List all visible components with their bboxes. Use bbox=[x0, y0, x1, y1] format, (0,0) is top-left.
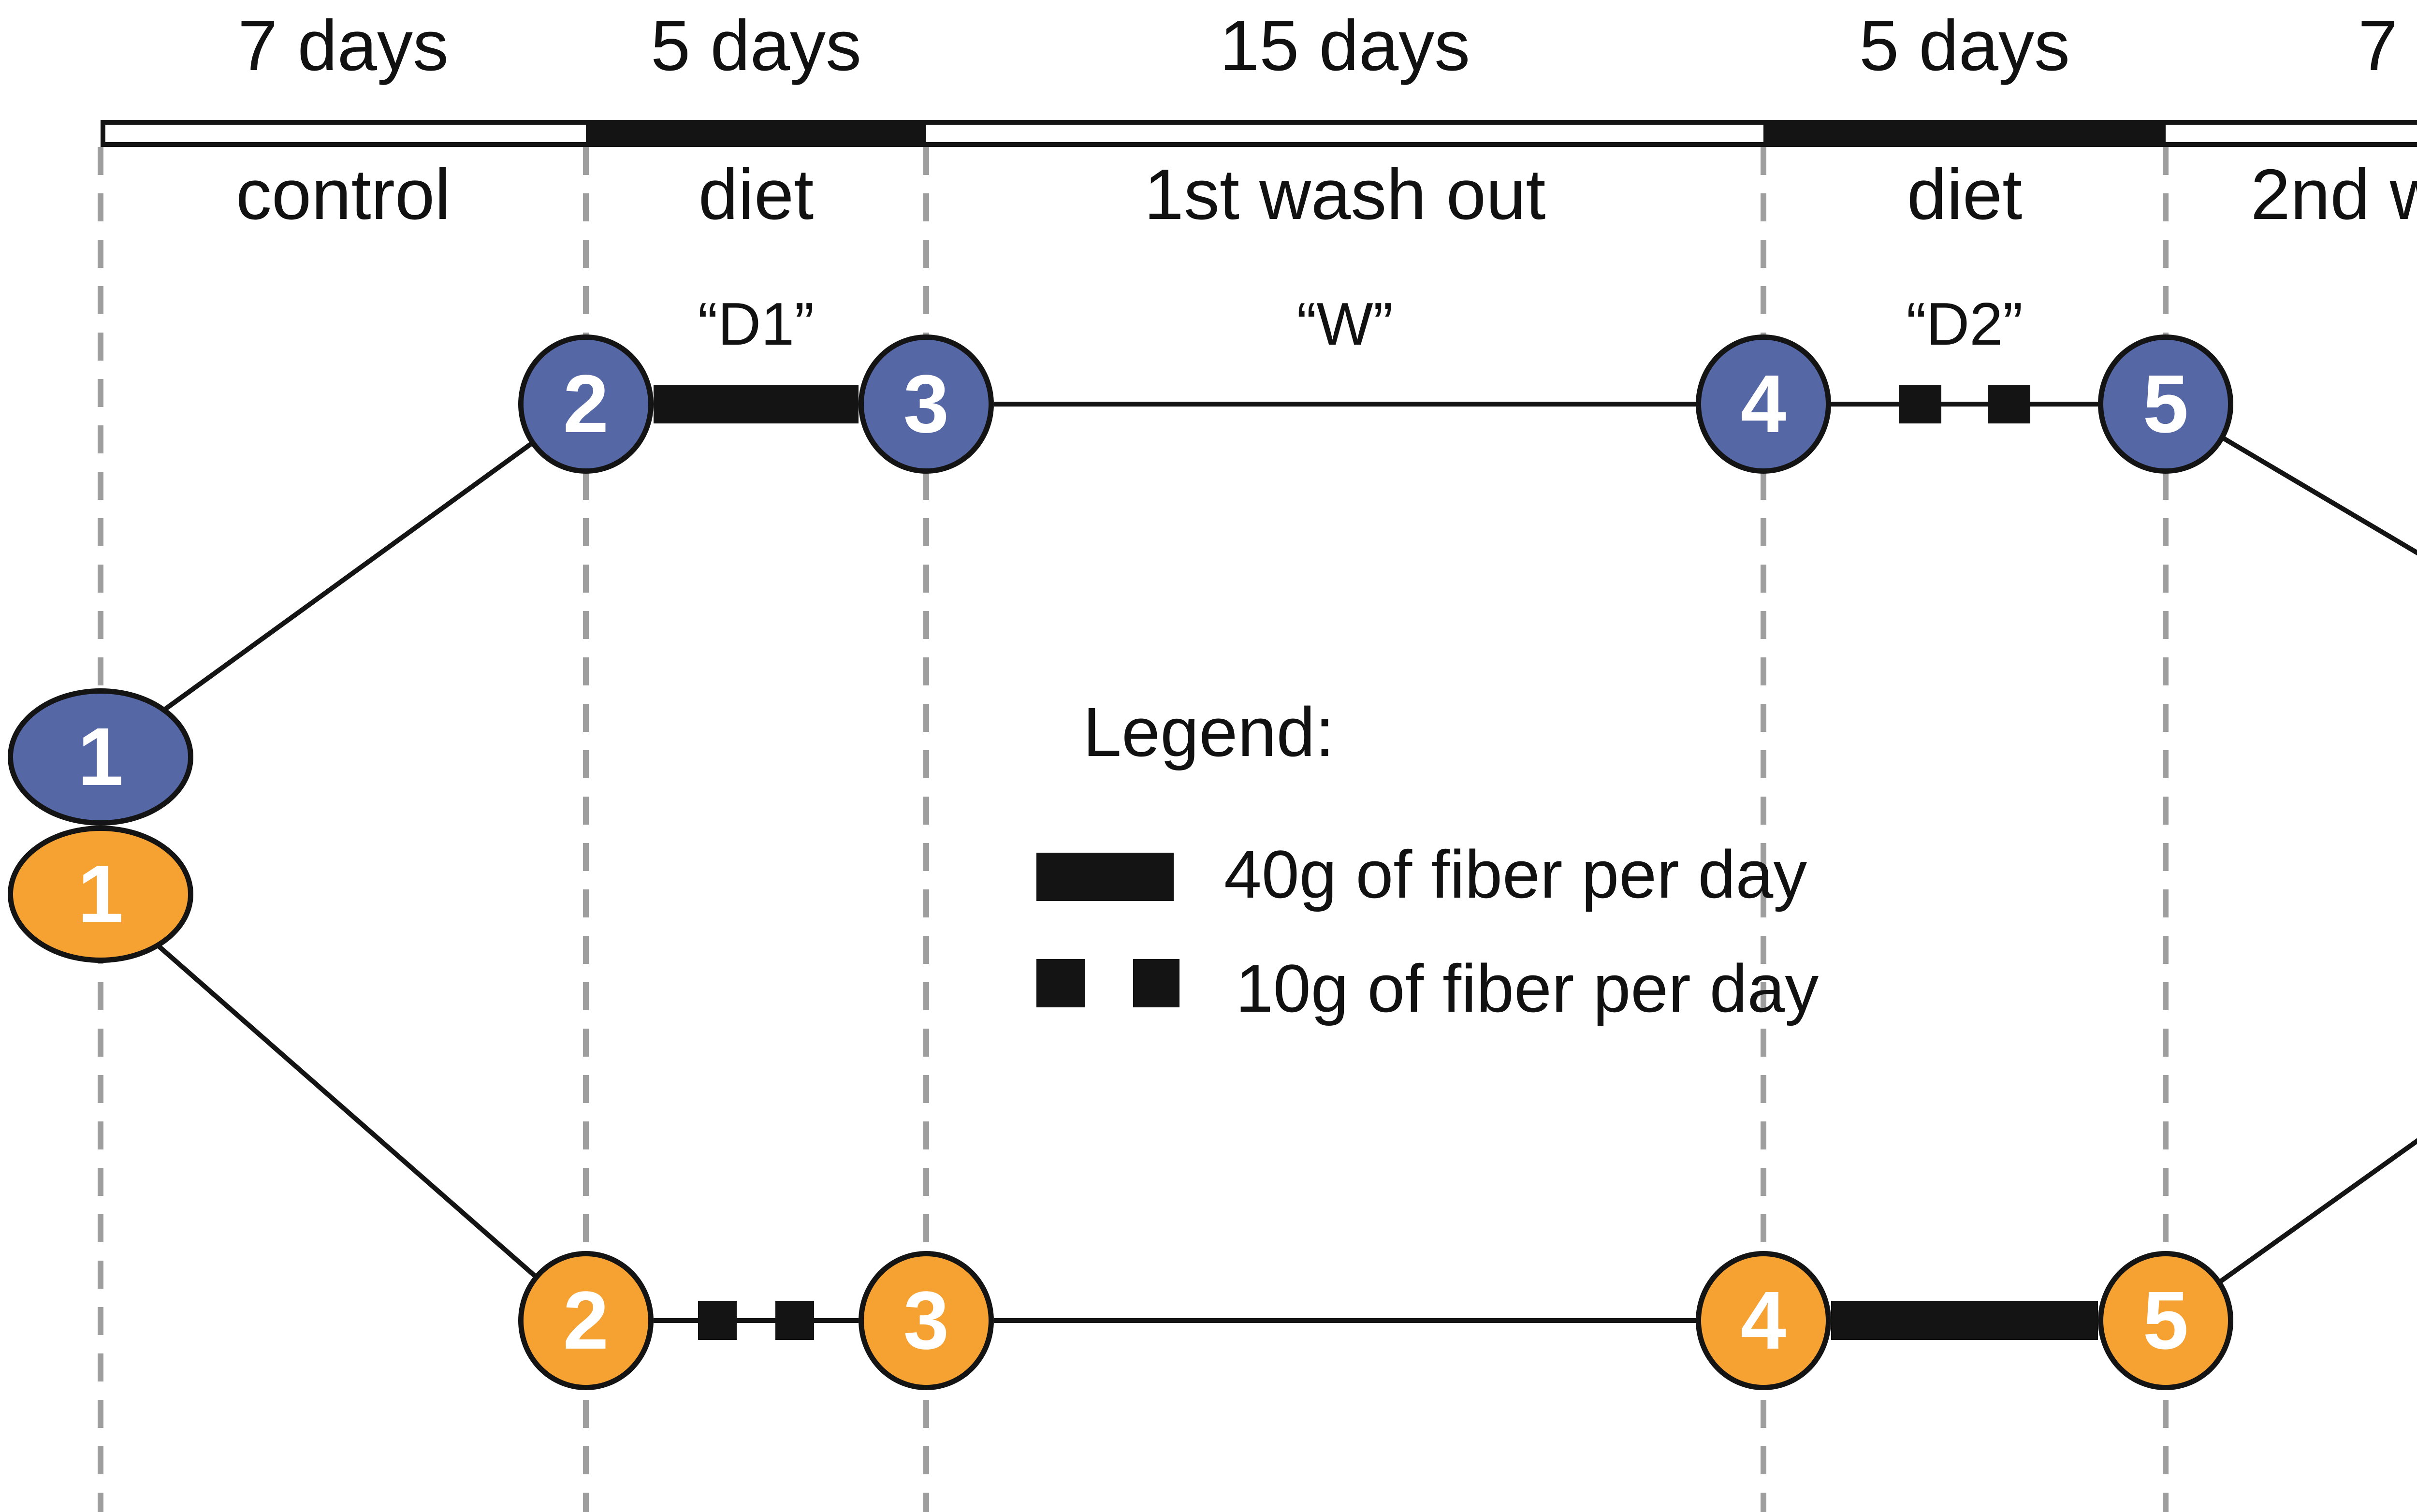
blue-node-4: 4 bbox=[1696, 334, 1831, 474]
duration-label-diet2: 5 days bbox=[1859, 6, 2070, 86]
orange-node-4: 4 bbox=[1696, 1251, 1831, 1390]
timeline-bar bbox=[101, 120, 2417, 147]
blue-node-3: 3 bbox=[859, 334, 994, 474]
code-label-d1: “D1” bbox=[698, 291, 815, 358]
blue-node-5: 5 bbox=[2098, 334, 2233, 474]
orange-node-5: 5 bbox=[2098, 1251, 2233, 1390]
gridline-timepoint-4 bbox=[1761, 147, 1766, 1512]
blue-node-1: 1 bbox=[8, 688, 193, 826]
blue-node-2: 2 bbox=[518, 334, 654, 474]
blue-arm-10g-square-1 bbox=[1899, 385, 1941, 423]
orange-node-2: 2 bbox=[518, 1251, 654, 1390]
blue-arm-10g-square-2 bbox=[1988, 385, 2030, 423]
phase-label-washout2: 2nd wash out bbox=[2250, 155, 2417, 234]
orange-node-3: 3 bbox=[859, 1251, 994, 1390]
gridline-timepoint-5 bbox=[2163, 147, 2169, 1512]
duration-label-washout2: 7 days bbox=[2358, 6, 2417, 86]
phase-label-diet1: diet bbox=[698, 155, 814, 234]
orange-arm-10g-square-1 bbox=[698, 1301, 737, 1340]
orange-arm-10g-square-2 bbox=[775, 1301, 814, 1340]
legend-40g-bar-swatch-icon bbox=[1036, 853, 1174, 901]
legend-10g-square-swatch-icon-1 bbox=[1036, 959, 1085, 1007]
legend-10g-square-swatch-icon-2 bbox=[1133, 959, 1179, 1007]
orange-node-1: 1 bbox=[8, 826, 193, 963]
duration-label-diet1: 5 days bbox=[650, 6, 862, 86]
duration-label-washout1: 15 days bbox=[1219, 6, 1471, 86]
phase-label-control: control bbox=[235, 155, 451, 234]
duration-label-control: 7 days bbox=[237, 6, 449, 86]
timeline-diet1-segment bbox=[586, 120, 926, 147]
blue-arm-40g-connector bbox=[654, 385, 859, 423]
gridline-timepoint-3 bbox=[923, 147, 929, 1512]
orange-arm-40g-connector bbox=[1831, 1301, 2098, 1340]
timeline-diet2-segment bbox=[1763, 120, 2166, 147]
gridline-timepoint-2 bbox=[583, 147, 589, 1512]
legend-40g-label: 40g of fiber per day bbox=[1224, 836, 1807, 912]
phase-label-washout1: 1st wash out bbox=[1144, 155, 1546, 234]
legend-title: Legend: bbox=[1083, 693, 1335, 771]
phase-label-diet2: diet bbox=[1907, 155, 2023, 234]
code-label-d2: “D2” bbox=[1906, 291, 2023, 358]
legend-10g-label: 10g of fiber per day bbox=[1236, 950, 1819, 1026]
code-label-w: “W” bbox=[1296, 291, 1393, 358]
